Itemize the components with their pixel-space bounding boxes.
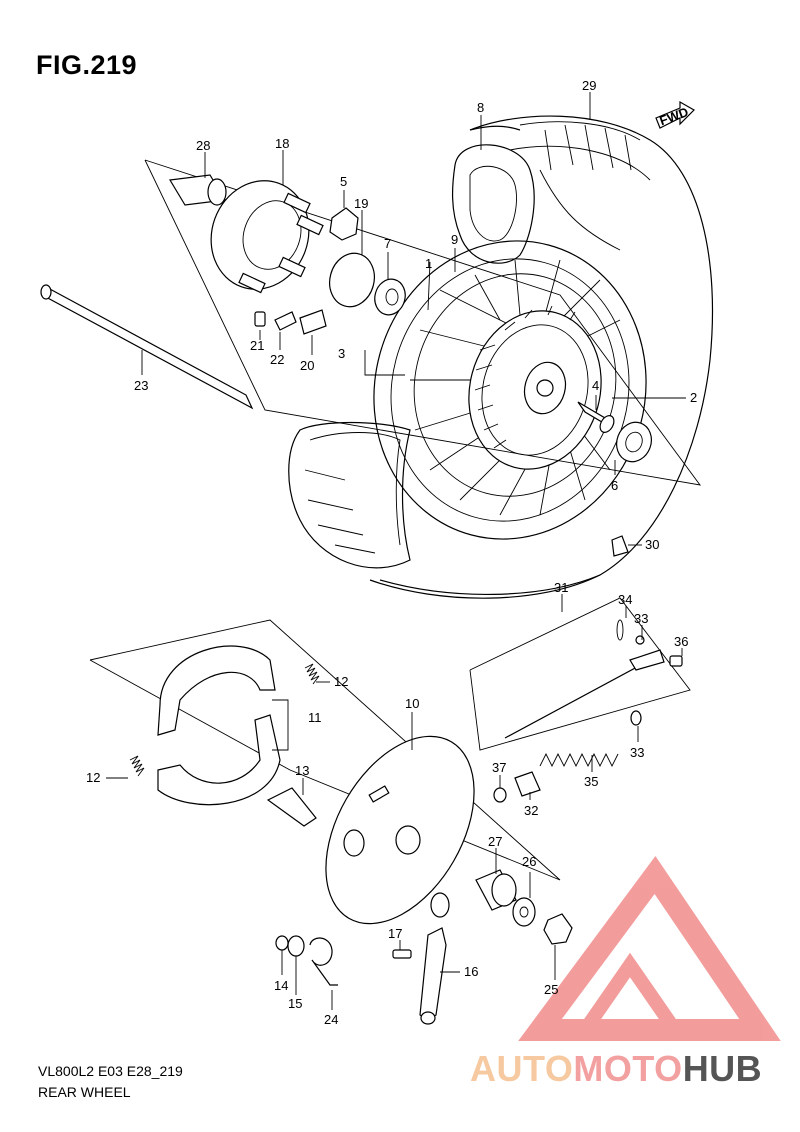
callout-label: 36: [674, 634, 688, 649]
watermark-moto: MOTO: [573, 1048, 683, 1089]
watermark-hub: HUB: [682, 1048, 763, 1089]
figure-title: FIG.219: [36, 50, 138, 80]
watermark-text: AUTOMOTOHUB: [470, 1048, 762, 1090]
rear-tire-lower: [288, 421, 601, 595]
callout-label: 4: [592, 378, 599, 393]
watermark-auto: AUTO: [470, 1048, 574, 1089]
o-ring: [329, 252, 375, 308]
callout-label: 2: [690, 390, 697, 405]
valve-clip: [611, 535, 629, 557]
wheel-hub: [468, 305, 602, 470]
brake-spring-lower: [129, 755, 145, 777]
callout-label: 33: [630, 745, 644, 760]
callout-label: 37: [492, 760, 506, 775]
brake-shoe-set: [89, 619, 561, 881]
callout-label: 26: [522, 854, 536, 869]
callout-label: 34: [618, 592, 632, 607]
callout-label: 22: [270, 352, 284, 367]
callout-label: 5: [340, 174, 347, 189]
callout-label: 20: [300, 358, 314, 373]
brake-panel: [325, 735, 475, 925]
callout-label: 35: [584, 774, 598, 789]
callout-label: 30: [645, 537, 659, 552]
callout-label: 24: [324, 1012, 338, 1027]
callout-group: 1 2 3 4 5 6 7 8 9 10 11 12 12 13 14 15 1…: [86, 78, 697, 1027]
callout-label: 19: [354, 196, 368, 211]
axle-spacer: [577, 401, 615, 433]
callout-label: 27: [488, 834, 502, 849]
callout-label: 33: [634, 611, 648, 626]
callout-label: 12: [86, 770, 100, 785]
callout-label: 32: [524, 803, 538, 818]
sprocket-bush: [329, 207, 359, 241]
callout-label: 13: [295, 763, 309, 778]
panel-washer: [287, 935, 305, 957]
wheel-damper: [169, 174, 227, 206]
callout-label: 15: [288, 996, 302, 1011]
callout-label: 3: [338, 346, 345, 361]
callout-label: 16: [464, 964, 478, 979]
brake-rod-set: [469, 597, 691, 803]
callout-label: 21: [250, 338, 264, 353]
brake-cam-lever: [419, 927, 447, 1025]
callout-label: 29: [582, 78, 596, 93]
watermark-logo: [518, 855, 781, 1041]
panel-spacer: [475, 869, 517, 911]
callout-label: 25: [544, 982, 558, 997]
brake-spring-upper: [304, 663, 320, 685]
sprocket-carrier: [210, 180, 324, 294]
bearing-left: [374, 278, 406, 316]
brake-camshaft: [266, 787, 317, 827]
figure-code: VL800L2 E03 E28_219: [38, 1063, 183, 1079]
callout-label: 31: [554, 580, 568, 595]
callout-label: 12: [334, 674, 348, 689]
callout-label: 8: [477, 100, 484, 115]
leader-lines: [144, 159, 702, 486]
torsion-spring: [309, 937, 338, 986]
callout-label: 23: [134, 378, 148, 393]
figure-name: REAR WHEEL: [38, 1084, 131, 1100]
callout-label: 10: [405, 696, 419, 711]
callout-label: 7: [384, 236, 391, 251]
lock-plates: [254, 309, 327, 335]
inner-tube: [451, 144, 535, 264]
rear-axle: [40, 284, 254, 410]
washer: [512, 897, 536, 927]
callout-label: 18: [275, 136, 289, 151]
bearing-right: [616, 421, 652, 463]
callout-label: 14: [274, 978, 288, 993]
callout-label: 28: [196, 138, 210, 153]
axle-nut: [543, 913, 573, 945]
callout-label: 6: [611, 478, 618, 493]
callout-label: 11: [308, 710, 322, 725]
callout-label: 17: [388, 926, 402, 941]
callout-label: 1: [425, 256, 432, 271]
fwd-label: FWD: [657, 104, 690, 128]
lever-bolt: [392, 949, 412, 959]
circlip: [275, 935, 289, 951]
fwd-arrow: FWD: [655, 100, 695, 129]
rear-tire: [369, 115, 714, 599]
callout-label: 9: [451, 232, 458, 247]
